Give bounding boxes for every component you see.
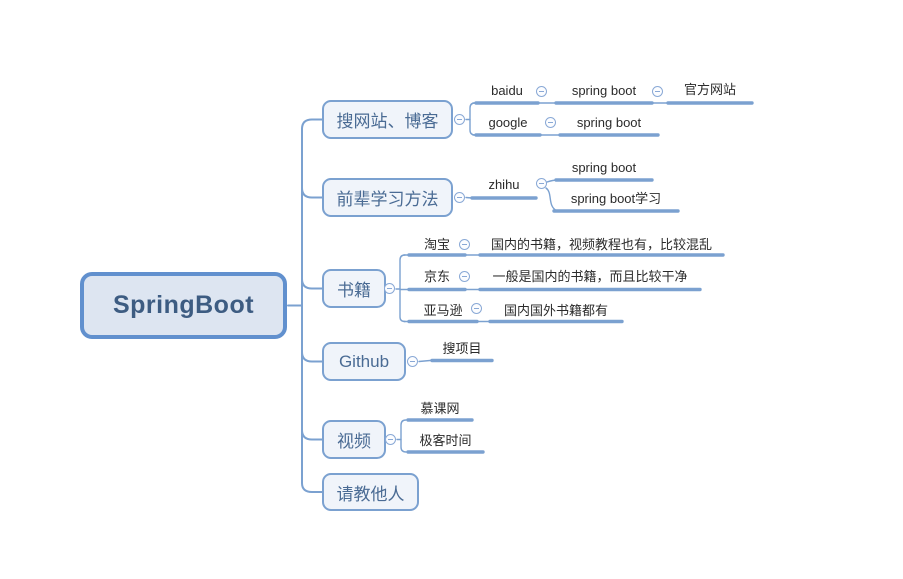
- branch-topic-label: 请教他人: [336, 484, 405, 504]
- github-child-wire: [418, 359, 493, 363]
- collapse-icon[interactable]: [459, 239, 470, 250]
- root-topic-springboot[interactable]: SpringBoot: [80, 272, 287, 339]
- branch4-link: [301, 351, 323, 363]
- collapse-icon[interactable]: [652, 86, 663, 97]
- branch3-bracket: [399, 254, 406, 323]
- branch-topic-label: 前辈学习方法: [336, 190, 439, 209]
- topic-google[interactable]: google: [488, 115, 528, 130]
- branch-topic-videos[interactable]: 视频: [322, 420, 386, 459]
- topic-springboot-under-google[interactable]: spring boot: [576, 115, 642, 130]
- zhihu-fork-top: [546, 179, 559, 183]
- topic-zhihu[interactable]: zhihu: [488, 177, 520, 192]
- trunk-connectors: [287, 118, 323, 493]
- topic-mukewang[interactable]: 慕课网: [420, 401, 460, 416]
- topic-taobao[interactable]: 淘宝: [423, 237, 450, 252]
- collapse-icon[interactable]: [384, 283, 395, 294]
- topic-jd[interactable]: 京东: [423, 269, 450, 284]
- collapse-icon[interactable]: [454, 114, 465, 125]
- collapse-icon[interactable]: [407, 356, 418, 367]
- topic-jikeshijian[interactable]: 极客时间: [419, 433, 472, 448]
- collapse-icon[interactable]: [536, 86, 547, 97]
- topic-springboot-under-zhihu[interactable]: spring boot: [571, 160, 637, 175]
- branch-topic-ask-others[interactable]: 请教他人: [322, 473, 419, 511]
- branch6-link: [301, 482, 323, 493]
- branch1-link: [301, 118, 323, 130]
- branch-topic-github[interactable]: Github: [322, 342, 406, 381]
- branch1-bracket: [469, 102, 476, 136]
- topic-baidu[interactable]: baidu: [491, 83, 523, 98]
- branch-topic-senior-methods[interactable]: 前辈学习方法: [322, 178, 453, 217]
- collapse-icon[interactable]: [545, 117, 556, 128]
- topic-amazon[interactable]: 亚马逊: [423, 303, 463, 318]
- branch5-link: [301, 429, 323, 441]
- topic-official-website[interactable]: 官方网站: [683, 82, 736, 97]
- collapse-icon[interactable]: [385, 434, 396, 445]
- topic-taobao-note[interactable]: 国内的书籍，视频教程也有，比较混乱: [490, 237, 712, 252]
- branch-topic-label: Github: [338, 351, 390, 371]
- topic-jd-note[interactable]: 一般是国内的书籍，而且比较干净: [492, 269, 688, 284]
- branch-topic-label: 书籍: [337, 281, 371, 300]
- branch2-stub: [465, 196, 537, 199]
- topic-springboot-under-baidu[interactable]: spring boot: [571, 83, 637, 98]
- topic-search-projects[interactable]: 搜项目: [442, 341, 482, 356]
- collapse-icon[interactable]: [454, 192, 465, 203]
- collapse-icon[interactable]: [536, 178, 547, 189]
- topic-amazon-note[interactable]: 国内国外书籍都有: [503, 303, 608, 318]
- branch5-bracket: [400, 419, 407, 453]
- collapse-icon[interactable]: [471, 303, 482, 314]
- topic-springboot-xuexi[interactable]: spring boot学习: [570, 191, 662, 206]
- branch-topic-label: 搜网站、博客: [336, 112, 439, 131]
- collapse-icon[interactable]: [459, 271, 470, 282]
- root-topic-label: SpringBoot: [112, 291, 255, 319]
- branch3-link: [301, 278, 323, 290]
- branch-topic-books[interactable]: 书籍: [322, 269, 386, 308]
- branch-topic-label: 视频: [337, 432, 371, 451]
- branch2-link: [301, 187, 323, 199]
- branch-topic-search-sites[interactable]: 搜网站、博客: [322, 100, 453, 139]
